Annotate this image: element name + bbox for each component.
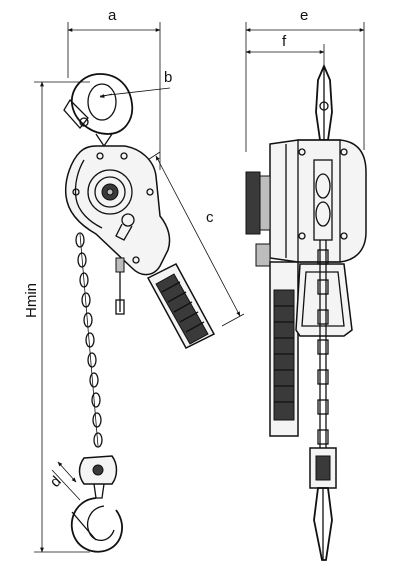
dimension-f: f [245, 33, 325, 70]
dimension-a: a [67, 7, 161, 170]
load-chain-side [317, 240, 329, 450]
lever-handle [146, 263, 216, 349]
dimension-e-label: e [300, 7, 308, 24]
top-hook [63, 73, 134, 148]
hoist-body-side [245, 139, 367, 267]
dimension-c-label: c [206, 209, 214, 226]
dimension-hmin-label: Hmin [23, 283, 40, 318]
bottom-hook-side [309, 447, 337, 561]
dimension-a-label: a [108, 7, 117, 24]
dimension-e: e [245, 7, 365, 152]
load-chain-front [75, 232, 103, 448]
dimension-b: b [99, 69, 172, 98]
top-hook-side [315, 63, 333, 141]
lever-handle-side [269, 261, 299, 437]
chain-guide-side [295, 263, 353, 337]
dimension-f-label: f [282, 33, 287, 50]
front-view: a Hmin b c d [23, 7, 245, 553]
dimension-d-label: d [47, 473, 65, 491]
dimension-hmin: Hmin [23, 81, 90, 553]
hoist-body [64, 145, 171, 315]
bottom-hook-block [70, 455, 123, 553]
side-view: e f [245, 7, 367, 561]
dimension-d: d [47, 461, 81, 501]
dimension-b-label: b [164, 69, 172, 86]
